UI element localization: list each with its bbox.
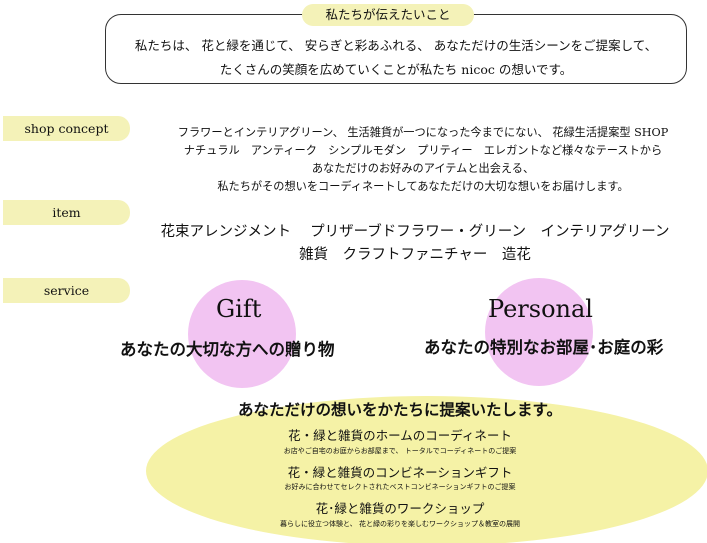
gift-circle bbox=[188, 280, 296, 388]
offerings-ellipse bbox=[146, 396, 707, 543]
concept-line: あなただけのお好みのアイテムと出会える、 bbox=[311, 162, 535, 175]
offering-desc: お好みに合わせてセレクトされたベストコンビネーションギフトのご提案 bbox=[284, 483, 516, 491]
offering-desc: お店やご自宅のお庭からお部屋まで、 トータルでコーディネートのご提案 bbox=[283, 447, 517, 455]
personal-title: Personal bbox=[488, 295, 593, 323]
gift-subtitle: あなたの大切な方への贈り物 bbox=[120, 340, 335, 359]
item-line: 花束アレンジメント プリザーブドフラワー・グリーン インテリアグリーン bbox=[160, 224, 670, 240]
offering-title: 花･緑と雑貨のワークショップ bbox=[315, 501, 485, 516]
message-line-2: たくさんの笑顔を広めていくことが私たち nicoc の想いです。 bbox=[219, 62, 573, 77]
message-line-1: 私たちは、 花と緑を通じて、 安らぎと彩あふれる、 あなただけの生活シーンをご提… bbox=[134, 38, 658, 53]
proposal-heading: あなただけの想いをかたちに提案いたします。 bbox=[238, 400, 562, 419]
concept-line: 私たちがその想いをコーディネートしてあなただけの大切な想いをお届けします。 bbox=[217, 180, 629, 193]
offering-title: 花・緑と雑貨のコンビネーションギフト bbox=[287, 465, 513, 480]
concept-line: ナチュラル アンティーク シンプルモダン プリティー エレガントなど様々なテース… bbox=[183, 144, 663, 157]
gift-title: Gift bbox=[216, 295, 262, 323]
offering-title: 花・緑と雑貨のホームのコーディネート bbox=[288, 428, 512, 443]
item-line: 雑貨 クラフトファニチャー 造花 bbox=[299, 247, 531, 263]
personal-circle bbox=[485, 278, 593, 386]
service-label: service bbox=[3, 278, 130, 303]
concept-line: フラワーとインテリアグリーン、 生活雑貨が一つになった今までにない、 花緑生活提… bbox=[177, 126, 669, 139]
personal-subtitle: あなたの特別なお部屋･お庭の彩 bbox=[424, 338, 664, 357]
message-tab-label: 私たちが伝えたいこと bbox=[302, 4, 474, 26]
shop-concept-label: shop concept bbox=[3, 116, 130, 141]
item-label: item bbox=[3, 200, 130, 225]
offering-desc: 暮らしに役立つ体験と、 花と緑の彩りを楽しむワークショップ＆教室の展開 bbox=[280, 520, 520, 528]
